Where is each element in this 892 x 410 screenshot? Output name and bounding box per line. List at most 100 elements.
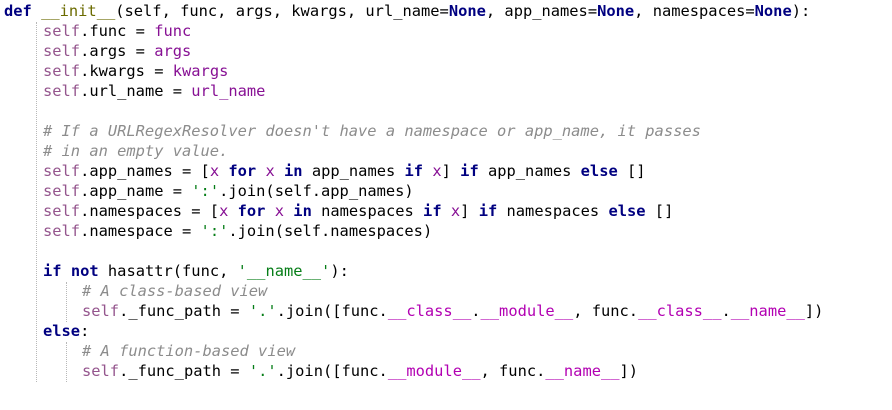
code-line[interactable]: self.namespace = ':'.join(self.namespace…: [43, 221, 432, 241]
code-token: x: [274, 202, 285, 220]
code-token: if: [423, 202, 442, 220]
code-token: self: [43, 62, 81, 80]
code-token: else: [608, 202, 646, 220]
code-token: [219, 162, 228, 180]
code-line[interactable]: self._func_path = '.'.join([func.__modul…: [82, 361, 638, 381]
code-line[interactable]: self.args = args: [43, 41, 191, 61]
code-token: [32, 2, 41, 20]
code-token: [228, 202, 237, 220]
indent-guide-inner: [66, 342, 67, 382]
code-line[interactable]: if not hasattr(func, '__name__'):: [43, 261, 349, 281]
indent-guide: [36, 22, 37, 382]
code-token: [275, 162, 284, 180]
code-token: self: [43, 202, 81, 220]
code-token: self: [43, 182, 81, 200]
code-token: if: [43, 262, 62, 280]
code-token: []: [645, 202, 674, 220]
code-line[interactable]: self._func_path = '.'.join([func. __class…: [82, 301, 823, 321]
code-token: None: [597, 2, 635, 20]
code-token: .kwargs =: [80, 62, 173, 80]
code-token: None: [448, 2, 486, 20]
code-token: .namespaces = [: [80, 202, 220, 220]
code-token: ]: [460, 202, 479, 220]
code-token: self: [82, 362, 120, 380]
code-token: ':': [200, 222, 229, 240]
code-token: [62, 262, 71, 280]
code-token: func: [154, 22, 192, 40]
code-token: url_name: [191, 82, 266, 100]
code-token: .join(self.app_names): [219, 182, 414, 200]
code-token: :: [80, 322, 90, 340]
code-line[interactable]: self.url_name = url_name: [43, 81, 265, 101]
code-token: ]): [804, 302, 824, 320]
code-token: ]): [619, 362, 639, 380]
code-line[interactable]: # A class-based view: [82, 281, 267, 301]
code-token: ':': [191, 182, 220, 200]
indent-guide-inner: [66, 282, 67, 322]
code-token: if: [404, 162, 424, 180]
code-line[interactable]: else:: [43, 321, 89, 341]
code-line[interactable]: def __init__(self, func, args, kwargs, u…: [4, 1, 810, 21]
code-token: [284, 202, 293, 220]
code-token: , namespaces=: [634, 2, 755, 20]
code-token: ):: [791, 2, 811, 20]
code-token: None: [754, 2, 792, 20]
code-token: app_names: [302, 162, 405, 180]
code-line[interactable]: self.app_names = [x for x in app_names i…: [43, 161, 646, 181]
code-token: namespaces: [497, 202, 609, 220]
code-token: (self, func, args, kwargs, url_name=: [115, 2, 449, 20]
code-token: __class__: [638, 302, 722, 320]
code-token: .: [471, 302, 481, 320]
code-token: ._func_path =: [119, 362, 249, 380]
code-token: __name__: [730, 302, 805, 320]
code-token: self: [43, 42, 81, 60]
code-token: [423, 162, 432, 180]
code-token: .url_name =: [80, 82, 192, 100]
code-token: self: [43, 222, 81, 240]
code-token: [265, 202, 274, 220]
code-token: ._func_path =: [119, 302, 249, 320]
code-line[interactable]: # A function-based view: [82, 341, 295, 361]
code-token: # in an empty value.: [43, 142, 229, 160]
code-token: self: [43, 22, 81, 40]
code-token: '__name__': [237, 262, 331, 280]
code-token: .namespace =: [80, 222, 201, 240]
code-line[interactable]: self.app_name = ':'.join(self.app_names): [43, 181, 414, 201]
code-line[interactable]: self.kwargs = kwargs: [43, 61, 228, 81]
code-token: __module__: [480, 302, 574, 320]
code-line[interactable]: # in an empty value.: [43, 141, 228, 161]
code-token: __name__: [545, 362, 620, 380]
code-token: # A class-based view: [82, 282, 268, 300]
code-token: '.': [248, 302, 277, 320]
code-token: hasattr(func,: [98, 262, 238, 280]
code-token: kwargs: [172, 62, 229, 80]
code-token: for: [228, 162, 257, 180]
code-token: .join([func.: [276, 362, 388, 380]
code-token: .app_names = [: [80, 162, 210, 180]
code-token: self: [82, 302, 120, 320]
code-token: if: [478, 202, 498, 220]
code-token: args: [154, 42, 192, 60]
code-token: ):: [330, 262, 349, 280]
code-token: # A function-based view: [82, 342, 296, 360]
code-token: in: [293, 202, 312, 220]
code-token: __init__: [41, 2, 116, 20]
code-token: '.': [248, 362, 277, 380]
code-token: .join(self.namespaces): [228, 222, 433, 240]
code-token: [442, 202, 451, 220]
code-token: namespaces: [311, 202, 424, 220]
code-line[interactable]: self.namespaces = [x for x in namespaces…: [43, 201, 673, 221]
code-token: x: [219, 202, 229, 220]
code-token: self: [43, 82, 81, 100]
code-token: x: [450, 202, 461, 220]
code-line[interactable]: # If a URLRegexResolver doesn't have a n…: [43, 121, 701, 141]
code-token: .join([func.: [276, 302, 388, 320]
code-token: # If a URLRegexResolver doesn't have a n…: [43, 122, 701, 140]
code-token: __module__: [387, 362, 481, 380]
code-token: , app_names=: [485, 2, 598, 20]
code-token: self: [43, 162, 81, 180]
code-line[interactable]: self.func = func: [43, 21, 191, 41]
code-token: def: [4, 2, 32, 20]
code-token: .func =: [80, 22, 155, 40]
